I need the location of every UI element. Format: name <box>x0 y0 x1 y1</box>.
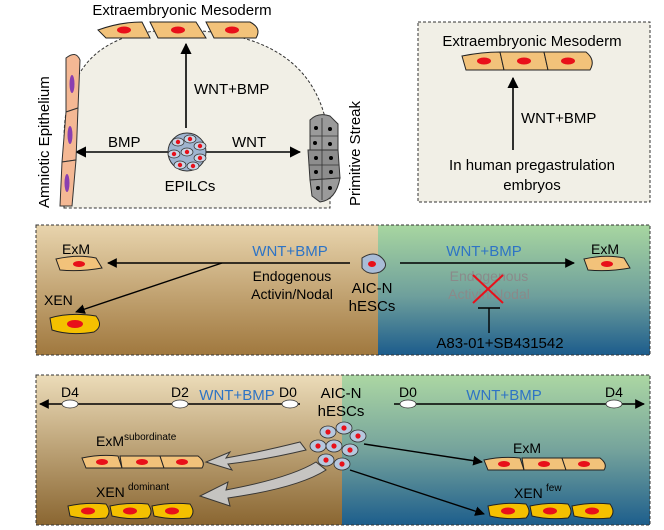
panel-d-arrow-xen-few <box>349 469 485 516</box>
panel-d-exm-left-cells <box>81 454 204 469</box>
panel-a-top-label: Extraembryonic Mesoderm <box>92 2 271 19</box>
panel-d-xen-left-sup: dominant <box>128 482 169 493</box>
panel-c-endogenous-faded-2: Activin/Nodal <box>448 286 530 302</box>
panel-d-time-markers <box>61 399 623 409</box>
panel-c-xen: XEN <box>44 292 73 308</box>
panel-d-d0-left: D0 <box>279 384 297 400</box>
panel-c-endogenous-2: Activin/Nodal <box>251 286 333 302</box>
panel-c-left-signal: WNT+BMP <box>252 243 327 260</box>
panel-d-center-2: hESCs <box>318 403 365 420</box>
panel-c-endogenous-1: Endogenous <box>253 268 332 284</box>
panel-c-exm-right-cell <box>583 255 631 272</box>
panel-d-xen-left: XEN <box>96 484 125 500</box>
panel-c-left-bg <box>36 225 378 355</box>
panel-d-arrow-exm-right <box>363 443 483 466</box>
panel-d-d2-left: D2 <box>171 384 189 400</box>
panel-c-hesc <box>361 253 386 274</box>
panel-d-exm-right-cells <box>483 456 606 471</box>
panel-c-center-1: AIC-N <box>352 280 393 297</box>
panel-b: Extraembryonic Mesoderm WNT+BMP In human… <box>417 21 651 203</box>
panel-c-endogenous-faded-1: Endogenous <box>450 268 529 284</box>
panel-b-note-line2: embryos <box>503 177 561 194</box>
panel-c-xen-cell <box>49 313 100 335</box>
panel-d-right-bg <box>342 375 650 525</box>
panel-a-right-label: WNT <box>232 134 266 151</box>
panel-a: Extraembryonic Mesoderm WNT+BMP BMP WNT <box>36 2 364 209</box>
panel-d-hesc-cluster <box>309 421 367 471</box>
panel-c-inhibitors: A83-01+SB431542 <box>436 335 563 352</box>
panel-d-exm-left: ExM <box>96 433 124 449</box>
panel-c-right-bg <box>378 225 650 355</box>
panel-c-right-signal: WNT+BMP <box>446 243 521 260</box>
panel-d-d4-right: D4 <box>605 384 623 400</box>
panel-c-inhibition <box>478 307 500 333</box>
panel-d-signal-right: WNT+BMP <box>466 387 541 404</box>
panel-c-exm-right: ExM <box>591 241 619 257</box>
panel-d-d0-right: D0 <box>399 384 417 400</box>
panel-b-exm-cells <box>461 51 593 71</box>
panel-d-xen-right-sup: few <box>546 483 562 494</box>
panel-d-exm-left-sup: subordinate <box>124 432 177 443</box>
panel-c-exm-left-cell <box>55 255 103 272</box>
panel-d-signal-left: WNT+BMP <box>199 387 274 404</box>
panel-c-arrow-xen <box>75 262 223 314</box>
panel-a-left-label: BMP <box>108 134 141 151</box>
panel-d-arrow-exm-subordinate <box>204 441 307 471</box>
panel-b-note-line1: In human pregastrulation <box>449 157 615 174</box>
panel-a-right-side-label: Primitive Streak <box>347 100 364 206</box>
panel-d-frame <box>35 374 651 526</box>
primitive-streak <box>307 114 341 203</box>
panel-b-title: Extraembryonic Mesoderm <box>442 33 621 50</box>
panel-d: D4 D2 WNT+BMP D0 D0 WNT+BMP D4 AIC-N hES… <box>35 374 651 526</box>
panel-d-arrow-xen-dominant <box>198 461 327 507</box>
amniotic-epithelium <box>59 54 81 207</box>
panel-c-exm-left: ExM <box>62 241 90 257</box>
panel-d-xen-right-cells <box>487 502 614 520</box>
panel-a-up-label: WNT+BMP <box>194 81 269 98</box>
panel-d-xen-left-cells <box>67 502 194 520</box>
epilc-cluster <box>167 132 207 172</box>
panel-d-center-1: AIC-N <box>321 385 362 402</box>
panel-a-center-label: EPILCs <box>165 178 216 195</box>
panel-b-arrow-label: WNT+BMP <box>521 110 596 127</box>
panel-c-center-2: hESCs <box>349 298 396 315</box>
panel-d-d4-left: D4 <box>61 384 79 400</box>
panel-d-xen-right: XEN <box>514 485 543 501</box>
panel-c-frame <box>35 224 651 356</box>
panel-c: WNT+BMP Endogenous Activin/Nodal WNT+BMP… <box>35 224 651 356</box>
panel-d-exm-right: ExM <box>513 440 541 456</box>
exm-cells-top <box>97 21 259 39</box>
panel-a-left-side-label: Amniotic Epithelium <box>36 76 53 208</box>
panel-c-block-cross <box>472 274 504 304</box>
